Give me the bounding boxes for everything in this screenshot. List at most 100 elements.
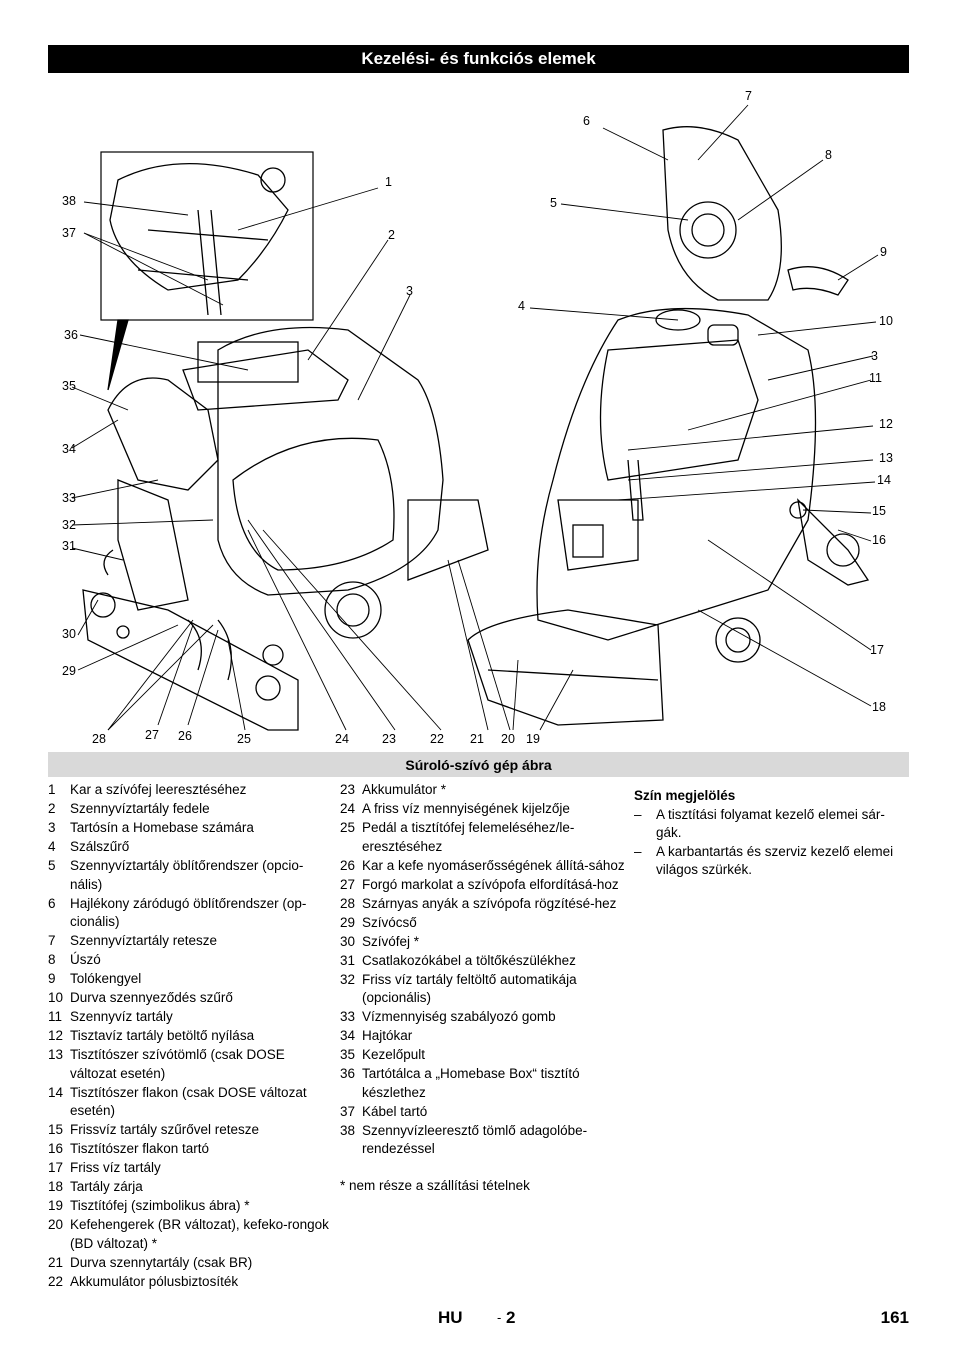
item-number: 26 <box>340 857 356 873</box>
callout-3b: 3 <box>871 349 878 363</box>
item-number: 22 <box>48 1273 64 1289</box>
item-number: 14 <box>48 1084 64 1100</box>
item-text: Kezelőpult <box>362 1047 426 1062</box>
callout-16: 16 <box>872 533 886 547</box>
item-number: 32 <box>340 971 356 987</box>
item-text: Friss víz tartály <box>70 1160 161 1175</box>
item-text: Kar a kefe nyomáserősségének állítá-sáho… <box>362 857 625 873</box>
item-number: 17 <box>48 1160 64 1175</box>
item-text: Akkumulátor * <box>362 782 447 797</box>
callout-12: 12 <box>879 417 893 431</box>
delivery-note: * nem része a szállítási tételnek <box>340 1177 530 1193</box>
parts-list-item: 33 Vízmennyiség szabályozó gomb <box>340 1008 625 1027</box>
callout-3: 3 <box>406 284 413 298</box>
item-text: Vízmennyiség szabályozó gomb <box>362 1009 556 1024</box>
item-text: Forgó markolat a szívópofa elfordításá-h… <box>362 876 619 892</box>
callout-23: 23 <box>382 732 396 746</box>
item-number: 23 <box>340 782 356 797</box>
callout-26: 26 <box>178 729 192 743</box>
item-text: Durva szennytartály (csak BR) <box>70 1254 253 1270</box>
callout-34: 34 <box>62 442 76 456</box>
callout-4: 4 <box>518 299 525 313</box>
item-text: Tartósín a Homebase számára <box>70 820 254 835</box>
callout-17: 17 <box>870 643 884 657</box>
callout-10: 10 <box>879 314 893 328</box>
item-number: 20 <box>48 1217 64 1232</box>
callout-22: 22 <box>430 732 444 746</box>
item-number: 31 <box>340 952 356 968</box>
item-number: 5 <box>48 858 56 873</box>
item-number: 9 <box>48 971 56 986</box>
item-text: Tisztítószer flakon (csak DOSE változat … <box>70 1084 307 1119</box>
machine-diagram-svg: 1 2 3 4 5 6 7 8 9 10 3 11 12 13 14 15 16… <box>62 89 893 746</box>
left-rear-bracket <box>407 499 489 581</box>
parts-list-item: 32 Friss víz tartály feltöltő automatikáj… <box>340 971 625 1008</box>
callout-18: 18 <box>872 700 886 714</box>
right-raised-lid <box>662 126 782 301</box>
callout-14: 14 <box>877 473 891 487</box>
item-text: Szennyvíztartály fedele <box>70 801 210 816</box>
callout-35: 35 <box>62 379 76 393</box>
callout-19: 19 <box>526 732 540 746</box>
item-number: 19 <box>48 1198 64 1213</box>
item-text: Tartótálca a „Homebase Box“ tisztító kés… <box>362 1066 580 1100</box>
callout-38: 38 <box>62 194 76 208</box>
machine-drawing <box>82 126 870 731</box>
item-number: 8 <box>48 952 56 967</box>
item-text: Hajlékony záródugó öblítőrendszer (op-ci… <box>70 895 307 930</box>
leader-lines <box>71 104 879 731</box>
parts-list-item: 23 Akkumulátor * <box>340 781 625 800</box>
item-text: Tisztítószer flakon tartó <box>70 1141 210 1156</box>
callout-20: 20 <box>501 732 515 746</box>
item-number: 3 <box>48 820 56 835</box>
item-number: 33 <box>340 1009 356 1024</box>
item-number: 4 <box>48 839 56 854</box>
item-text: Tisztítófej (szimbolikus ábra) * <box>70 1198 250 1213</box>
item-text: Friss víz tartály feltöltő automatikája … <box>362 971 577 1006</box>
callout-30: 30 <box>62 627 76 641</box>
item-number: 15 <box>48 1122 64 1137</box>
footer-language: HU <box>438 1308 463 1327</box>
color-marking-text: A karbantartás és szerviz kezelő elemei … <box>656 843 894 878</box>
callout-29: 29 <box>62 664 76 678</box>
item-number: 10 <box>48 990 64 1005</box>
figure-caption: Súroló-szívó gép ábra <box>48 752 909 777</box>
item-text: Kábel tartó <box>362 1103 428 1119</box>
callout-31: 31 <box>62 539 76 553</box>
footer-separator: - <box>497 1310 502 1325</box>
left-squeegee <box>82 589 299 731</box>
parts-list-item: 36 Tartótálca a „Homebase Box“ tisztító k… <box>340 1065 625 1102</box>
right-cleaning-head <box>467 609 664 726</box>
callout-7: 7 <box>745 89 752 103</box>
item-number: 29 <box>340 914 356 930</box>
item-number: 36 <box>340 1066 356 1081</box>
parts-list-item: 14 Tisztítószer flakon (csak DOSE változa… <box>48 1084 333 1121</box>
inset-handle <box>109 162 289 291</box>
right-squeegee <box>797 498 870 586</box>
callout-2: 2 <box>388 228 395 242</box>
item-text: Csatlakozókábel a töltőkészülékhez <box>362 952 576 968</box>
footer-section-page: 2 <box>506 1308 516 1327</box>
color-marking-item: – A karbantartás és szerviz kezelő eleme… <box>634 843 909 880</box>
item-text: Tisztítószer szívótömlő (csak DOSE válto… <box>70 1047 285 1081</box>
callout-32: 32 <box>62 518 76 532</box>
left-control-panel <box>107 377 219 491</box>
callout-6: 6 <box>583 114 590 128</box>
color-marking-text: A tisztítási folyamat kezelő elemei sár-… <box>656 806 885 841</box>
